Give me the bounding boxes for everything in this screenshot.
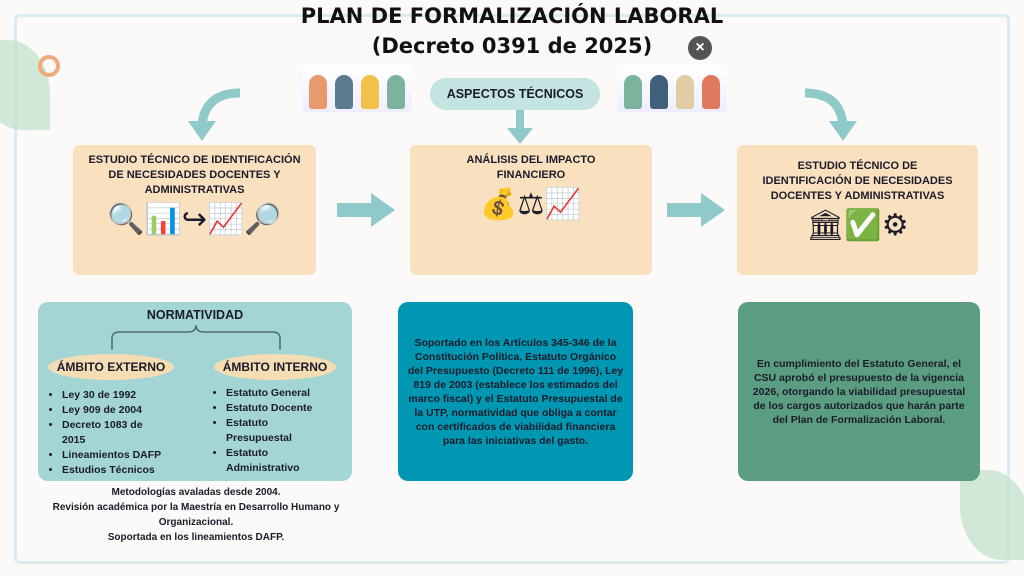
note-line: Metodologías avaladas desde 2004.	[111, 487, 281, 498]
list-item: Lineamientos DAFP	[62, 448, 190, 463]
decorative-frame	[14, 14, 1010, 564]
analysis-icons: 🔍📊↪📈🔎	[107, 203, 282, 236]
title-line1: PLAN DE FORMALIZACIÓN LABORAL	[300, 4, 724, 28]
close-button[interactable]: ×	[688, 36, 712, 60]
card-title: ESTUDIO TÉCNICO DE IDENTIFICACIÓN DE NEC…	[762, 160, 953, 202]
card-estudio-tecnico-2: ESTUDIO TÉCNICO DE IDENTIFICACIÓN DE NEC…	[737, 145, 978, 275]
arrow-right-icon	[337, 193, 395, 227]
circle-decoration	[38, 55, 60, 77]
csu-text: En cumplimiento del Estatuto General, el…	[752, 357, 966, 426]
normatividad-title: NORMATIVIDAD	[146, 308, 244, 322]
title-line2: (Decreto 0391 de 2025)	[371, 34, 653, 58]
csu-box: En cumplimiento del Estatuto General, el…	[738, 302, 980, 481]
card-title: ANÁLISIS DEL IMPACTO FINANCIERO	[466, 154, 596, 181]
team-illustration	[617, 66, 727, 112]
arrow-down-icon	[507, 110, 533, 144]
interno-list: Estatuto General Estatuto Docente Estatu…	[204, 386, 344, 476]
card-title: ESTUDIO TÉCNICO DE IDENTIFICACIÓN DE NEC…	[88, 154, 301, 196]
list-item: Decreto 1083 de 2015	[62, 418, 162, 448]
financiero-box: Soportado en los Artículos 345-346 de la…	[398, 302, 633, 481]
list-item: Estudios Técnicos	[62, 463, 190, 478]
curved-arrow-left-icon	[188, 88, 241, 141]
list-item: Estatuto Docente	[226, 401, 344, 416]
arrow-right-icon	[667, 193, 725, 227]
ambito-externo-label: ÁMBITO EXTERNO	[48, 354, 174, 380]
financiero-text: Soportado en los Artículos 345-346 de la…	[407, 336, 624, 447]
list-item: Estatuto Administrativo	[226, 446, 316, 476]
card-impacto-financiero: ANÁLISIS DEL IMPACTO FINANCIERO 💰⚖📈	[410, 145, 652, 275]
ambito-interno-label: ÁMBITO INTERNO	[214, 354, 336, 380]
institution-icons: 🏛✅⚙	[806, 209, 909, 242]
list-item: Estatuto Presupuestal	[226, 416, 306, 446]
list-item: Ley 909 de 2004	[62, 403, 190, 418]
note-line: Soportada en los lineamientos DAFP.	[107, 532, 285, 543]
team-illustration	[302, 66, 412, 112]
curved-arrow-right-icon	[804, 88, 857, 141]
list-item: Estatuto General	[226, 386, 344, 401]
aspectos-tecnicos-pill: ASPECTOS TÉCNICOS	[430, 78, 600, 110]
normatividad-notes: Metodologías avaladas desde 2004. Revisi…	[40, 485, 352, 545]
normatividad-box: NORMATIVIDAD ÁMBITO EXTERNO ÁMBITO INTER…	[38, 302, 352, 481]
brace-icon	[111, 324, 281, 350]
externo-list: Ley 30 de 1992 Ley 909 de 2004 Decreto 1…	[40, 388, 190, 478]
card-estudio-tecnico: ESTUDIO TÉCNICO DE IDENTIFICACIÓN DE NEC…	[73, 145, 316, 275]
list-item: Ley 30 de 1992	[62, 388, 190, 403]
finance-icons: 💰⚖📈	[480, 188, 582, 221]
note-line: Revisión académica por la Maestría en De…	[52, 502, 340, 528]
